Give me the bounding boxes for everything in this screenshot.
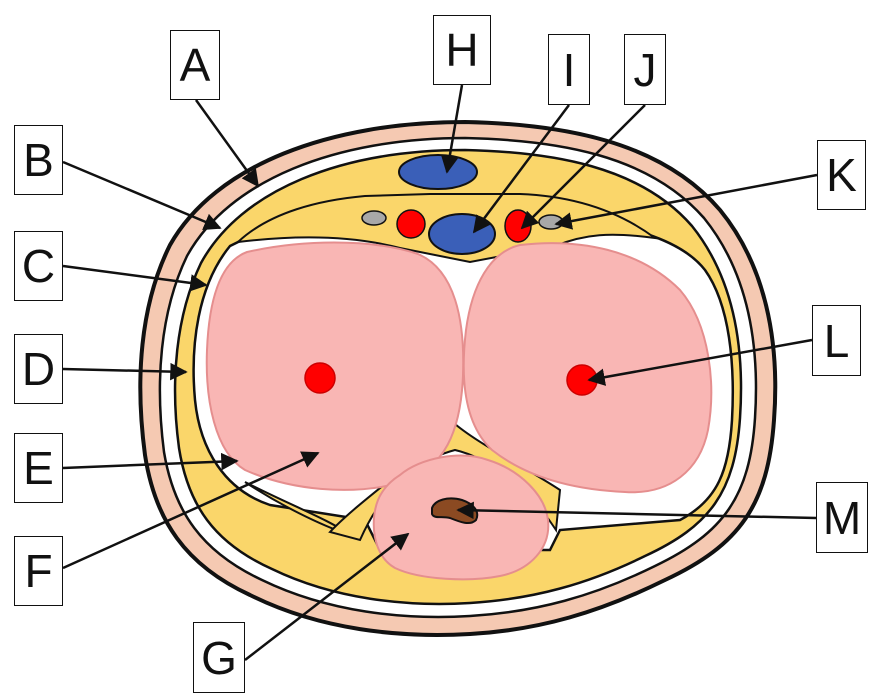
label-box-I: I xyxy=(548,34,590,105)
left-cavernosal-artery xyxy=(305,363,335,393)
label-box-E: E xyxy=(14,433,63,503)
label-I: I xyxy=(563,47,576,93)
label-box-H: H xyxy=(433,15,491,85)
label-D: D xyxy=(22,346,55,392)
label-L: L xyxy=(824,318,850,364)
label-box-K: K xyxy=(817,140,866,210)
label-box-F: F xyxy=(14,536,63,606)
left-dorsal-nerve xyxy=(362,211,386,225)
label-box-G: G xyxy=(193,622,245,693)
leader-line-A xyxy=(196,100,258,186)
label-A: A xyxy=(180,42,211,88)
label-J: J xyxy=(634,47,657,93)
superficial-dorsal-vein xyxy=(399,155,477,189)
label-F: F xyxy=(24,548,52,594)
label-K: K xyxy=(826,152,857,198)
left-corpus-cavernosum xyxy=(207,243,463,490)
label-B: B xyxy=(23,137,54,183)
label-C: C xyxy=(22,243,55,289)
label-box-L: L xyxy=(812,305,861,376)
label-box-D: D xyxy=(14,334,63,404)
label-H: H xyxy=(445,27,478,73)
label-M: M xyxy=(823,495,861,541)
label-box-M: M xyxy=(816,482,868,553)
label-box-J: J xyxy=(624,34,666,105)
leader-line-B xyxy=(63,162,220,228)
label-box-B: B xyxy=(14,125,63,195)
right-dorsal-nerve xyxy=(539,215,563,229)
left-dorsal-artery xyxy=(397,210,425,238)
label-box-A: A xyxy=(170,30,220,100)
label-G: G xyxy=(201,635,237,681)
label-E: E xyxy=(23,445,54,491)
right-dorsal-artery xyxy=(505,210,531,242)
label-box-C: C xyxy=(14,231,63,301)
deep-dorsal-vein xyxy=(429,214,495,254)
